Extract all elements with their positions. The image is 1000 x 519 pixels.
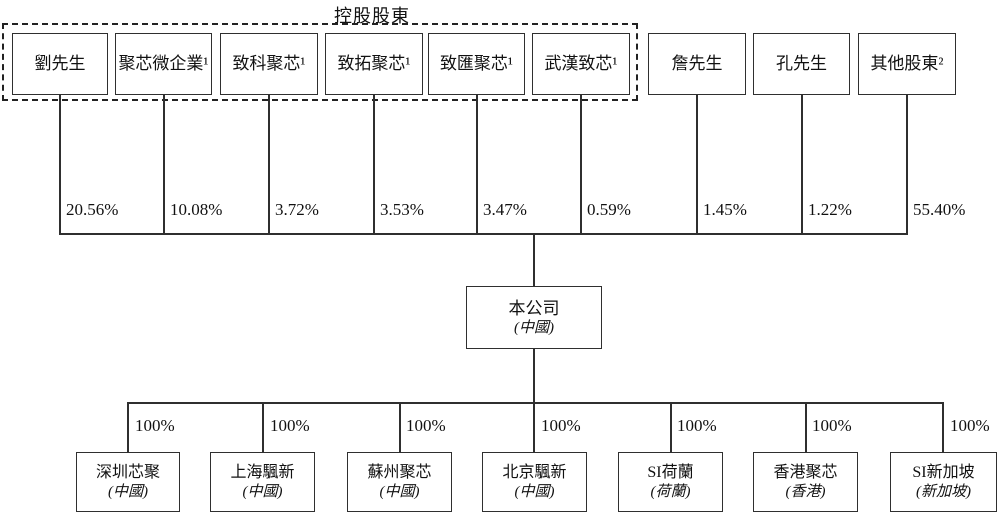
parent-company-box: 本公司 (中國) [466,286,602,349]
shareholder-box-juxinwei: 聚芯微企業¹ [115,33,212,95]
ownership-percent: 0.59% [587,200,631,219]
subsidiary-box-hongkong: 香港聚芯 (香港) [753,452,858,512]
shareholder-box-zhihui: 致匯聚芯¹ [428,33,525,95]
subsidiary-ownership: 100% [812,416,852,435]
shareholder-box-zhan: 詹先生 [648,33,746,95]
ownership-percent: 10.08% [170,200,223,219]
parent-company-jurisdiction: (中國) [514,319,554,336]
ownership-percent: 1.22% [808,200,852,219]
shareholder-box-zhike: 致科聚芯¹ [220,33,318,95]
connector-line [533,349,535,403]
subsidiary-ownership: 100% [677,416,717,435]
subsidiary-jurisdiction: (中國) [242,483,283,500]
connector-line [399,402,401,452]
subsidiary-name: 北京颿新 [502,463,567,481]
subsidiary-box-suzhou: 蘇州聚芯 (中國) [347,452,452,512]
subsidiary-name: SI新加坡 [912,463,975,481]
connector-line [696,95,698,234]
subsidiary-name: SI荷蘭 [647,463,694,481]
subsidiary-jurisdiction: (中國) [379,483,420,500]
subsidiary-ownership: 100% [270,416,310,435]
shareholder-box-kong: 孔先生 [753,33,850,95]
shareholder-box-zhituo: 致拓聚芯¹ [325,33,423,95]
ownership-percent: 20.56% [66,200,119,219]
subsidiary-box-si-singapore: SI新加坡 (新加坡) [890,452,997,512]
connector-line [373,95,375,234]
controlling-shareholders-group-outline [2,23,638,101]
connector-line [801,95,803,234]
subsidiary-name: 深圳芯聚 [95,463,160,481]
subsidiary-box-beijing: 北京颿新 (中國) [482,452,587,512]
connector-line [59,95,61,234]
ownership-percent: 3.47% [483,200,527,219]
connector-line [942,402,944,452]
subsidiary-jurisdiction: (荷蘭) [650,483,691,500]
parent-company-name: 本公司 [508,298,560,318]
connector-line [805,402,807,452]
subsidiary-ownership: 100% [950,416,990,435]
connector-line [262,402,264,452]
subsidiary-box-shenzhen: 深圳芯聚 (中國) [76,452,180,512]
connector-line [163,95,165,234]
ownership-percent: 55.40% [913,200,966,219]
connector-line [580,95,582,234]
subsidiary-name: 上海颿新 [230,463,295,481]
ownership-percent: 1.45% [703,200,747,219]
connector-line [476,95,478,234]
connector-line [268,95,270,234]
subsidiary-box-si-netherlands: SI荷蘭 (荷蘭) [618,452,723,512]
subsidiary-jurisdiction: (香港) [785,483,826,500]
shareholder-box-others: 其他股東² [858,33,956,95]
bus-line-top [59,233,908,235]
controlling-shareholders-label: 控股股東 [334,6,410,26]
subsidiary-box-shanghai: 上海颿新 (中國) [210,452,315,512]
subsidiary-ownership: 100% [541,416,581,435]
subsidiary-jurisdiction: (中國) [514,483,555,500]
connector-line [533,233,535,286]
connector-line [906,95,908,234]
connector-line [127,402,129,452]
shareholder-box-liu: 劉先生 [12,33,108,95]
connector-line [533,402,535,452]
subsidiary-jurisdiction: (中國) [108,483,148,500]
bus-line-bottom [127,402,944,404]
subsidiary-ownership: 100% [406,416,446,435]
subsidiary-name: 香港聚芯 [773,463,838,481]
subsidiary-ownership: 100% [135,416,175,435]
ownership-percent: 3.53% [380,200,424,219]
subsidiary-name: 蘇州聚芯 [367,463,432,481]
ownership-percent: 3.72% [275,200,319,219]
connector-line [670,402,672,452]
shareholder-box-wuhanzhixin: 武漢致芯¹ [532,33,630,95]
subsidiary-jurisdiction: (新加坡) [916,483,971,500]
